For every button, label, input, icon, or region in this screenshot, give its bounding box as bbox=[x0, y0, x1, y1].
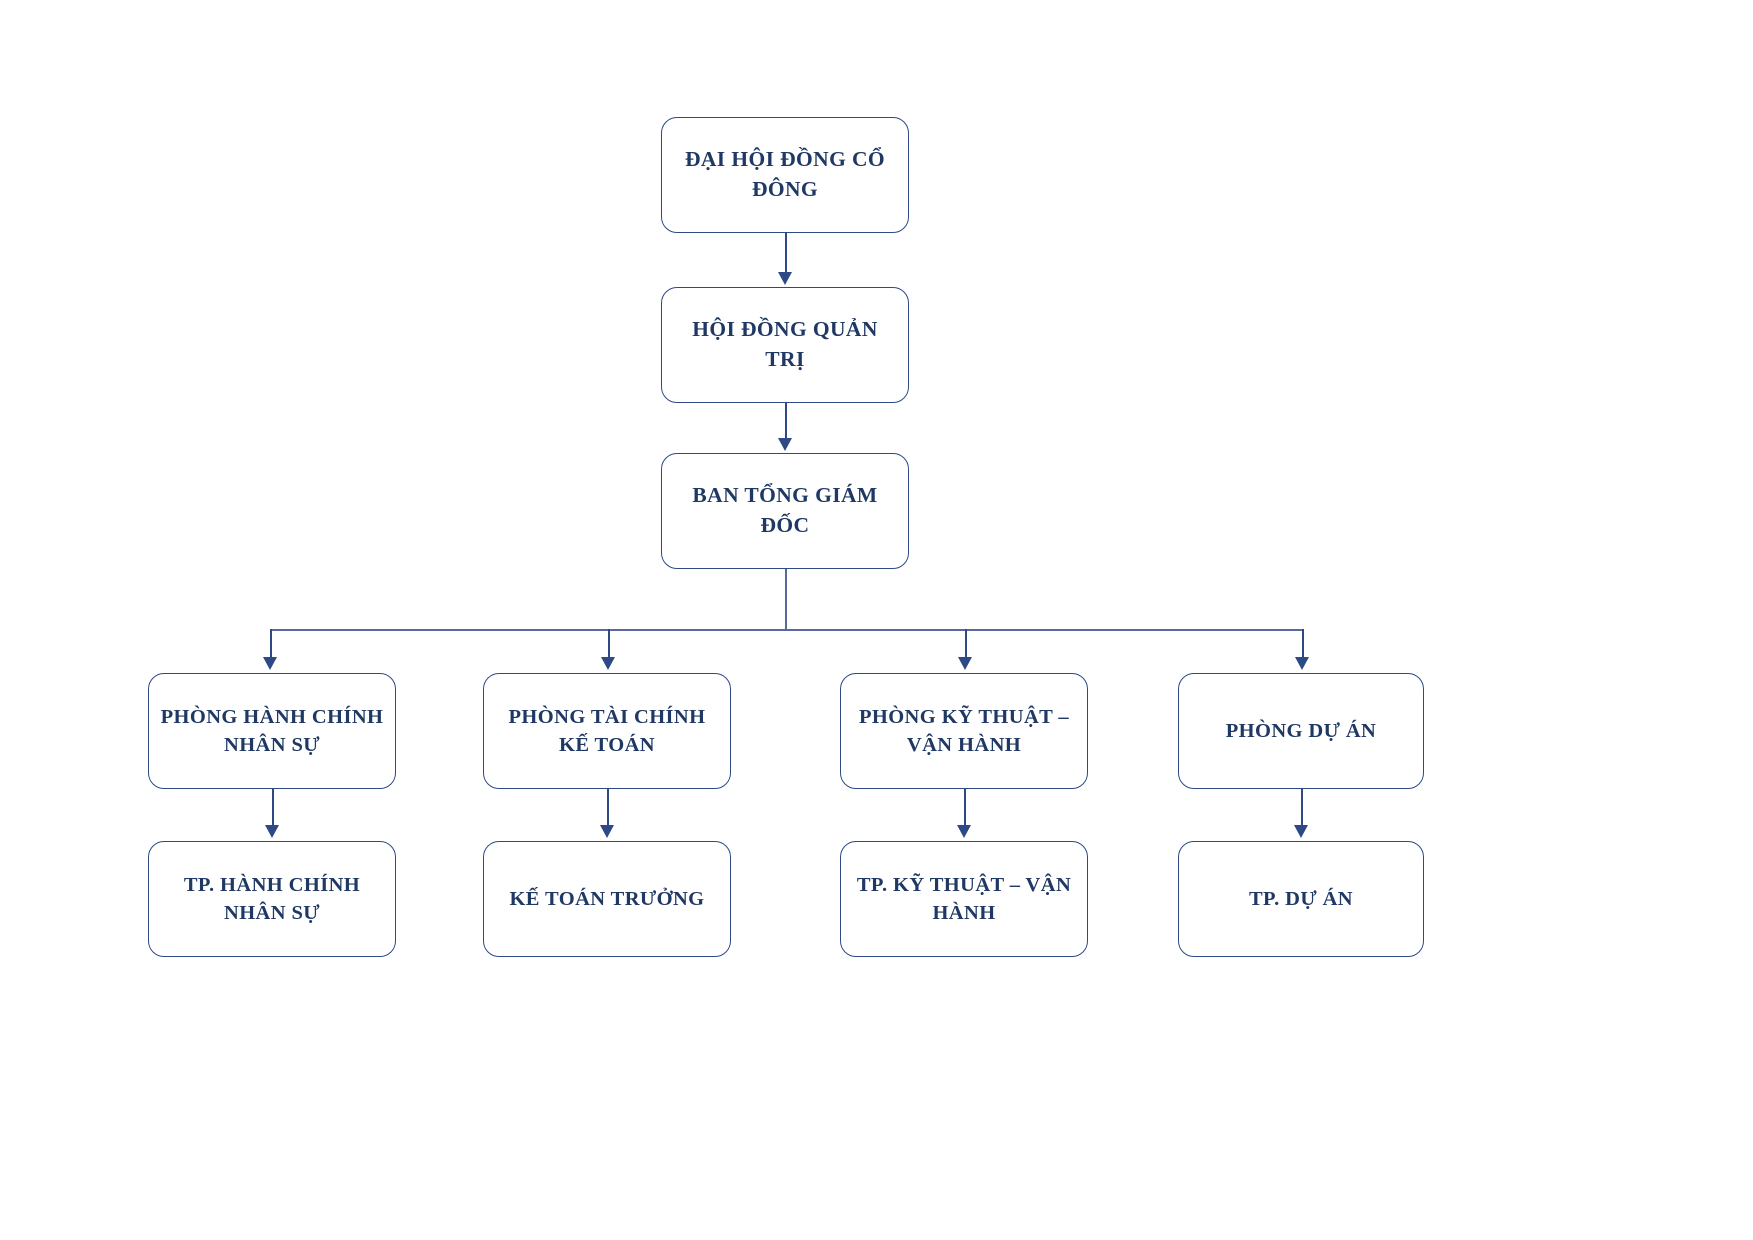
node-tp-ky-thuat-van-hanh[interactable]: TP. KỸ THUẬT – VẬN HÀNH bbox=[840, 841, 1088, 957]
arrow-head-hdqt bbox=[777, 272, 792, 285]
node-hoi-dong-quan-tri[interactable]: HỘI ĐỒNG QUẢN TRỊ bbox=[661, 287, 909, 403]
connector-bus-to-phong-du-an bbox=[1302, 629, 1304, 660]
node-label: ĐẠI HỘI ĐỒNG CỔ ĐÔNG bbox=[684, 147, 886, 201]
node-phong-hanh-chinh-nhan-su[interactable]: PHÒNG HÀNH CHÍNH NHÂN SỰ bbox=[148, 673, 396, 789]
connector-dhdcd-to-hdqt bbox=[785, 233, 787, 275]
connector-phong-tckt-to-ke-toan-truong bbox=[607, 789, 609, 828]
connector-phong-da-to-tp-da bbox=[1301, 789, 1303, 828]
connector-bus-to-phong-ky-thuat-van-hanh bbox=[965, 629, 967, 660]
node-label: TP. HÀNH CHÍNH NHÂN SỰ bbox=[183, 873, 361, 924]
node-label: PHÒNG HÀNH CHÍNH NHÂN SỰ bbox=[160, 705, 384, 756]
node-phong-tai-chinh-ke-toan[interactable]: PHÒNG TÀI CHÍNH KẾ TOÁN bbox=[483, 673, 731, 789]
node-tp-du-an[interactable]: TP. DỰ ÁN bbox=[1178, 841, 1424, 957]
connector-btgd-stem bbox=[785, 569, 787, 630]
connector-bus-to-phong-tai-chinh-ke-toan bbox=[608, 629, 610, 660]
node-ke-toan-truong[interactable]: KẾ TOÁN TRƯỞNG bbox=[483, 841, 731, 957]
node-label: KẾ TOÁN TRƯỞNG bbox=[509, 887, 705, 910]
connector-horizontal-bus bbox=[270, 629, 1303, 631]
node-tp-hanh-chinh-nhan-su[interactable]: TP. HÀNH CHÍNH NHÂN SỰ bbox=[148, 841, 396, 957]
node-label: BAN TỔNG GIÁM ĐỐC bbox=[692, 483, 878, 537]
node-label: PHÒNG KỸ THUẬT – VẬN HÀNH bbox=[858, 705, 1070, 756]
connector-hdqt-to-btgd bbox=[785, 403, 787, 441]
node-label: PHÒNG TÀI CHÍNH KẾ TOÁN bbox=[508, 705, 706, 756]
arrow-head-tp-hanh-chinh-nhan-su bbox=[264, 825, 279, 838]
node-dai-hoi-dong-co-dong[interactable]: ĐẠI HỘI ĐỒNG CỔ ĐÔNG bbox=[661, 117, 909, 233]
arrow-head-phong-du-an bbox=[1294, 657, 1309, 670]
arrow-head-phong-hanh-chinh-nhan-su bbox=[262, 657, 277, 670]
arrow-head-tp-ky-thuat-van-hanh bbox=[956, 825, 971, 838]
arrow-head-tp-du-an bbox=[1293, 825, 1308, 838]
arrow-head-phong-tai-chinh-ke-toan bbox=[600, 657, 615, 670]
node-label: TP. DỰ ÁN bbox=[1248, 887, 1354, 910]
node-phong-du-an[interactable]: PHÒNG DỰ ÁN bbox=[1178, 673, 1424, 789]
arrow-head-ke-toan-truong bbox=[599, 825, 614, 838]
node-label: TP. KỸ THUẬT – VẬN HÀNH bbox=[856, 873, 1072, 924]
arrow-head-btgd bbox=[777, 438, 792, 451]
node-label: PHÒNG DỰ ÁN bbox=[1225, 719, 1377, 742]
connector-phong-ktvh-to-tp-ktvh bbox=[964, 789, 966, 828]
node-phong-ky-thuat-van-hanh[interactable]: PHÒNG KỸ THUẬT – VẬN HÀNH bbox=[840, 673, 1088, 789]
connector-phong-hcns-to-tp-hcns bbox=[272, 789, 274, 828]
node-ban-tong-giam-doc[interactable]: BAN TỔNG GIÁM ĐỐC bbox=[661, 453, 909, 569]
arrow-head-phong-ky-thuat-van-hanh bbox=[957, 657, 972, 670]
node-label: HỘI ĐỒNG QUẢN TRỊ bbox=[692, 317, 878, 371]
connector-bus-to-phong-hanh-chinh-nhan-su bbox=[270, 629, 272, 660]
